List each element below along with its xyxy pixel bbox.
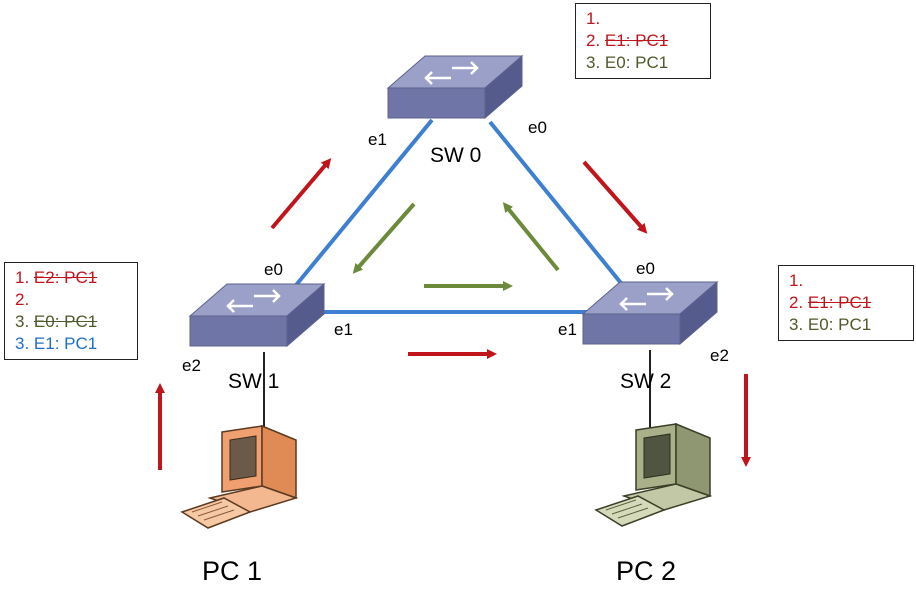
sw1-table-row-4: 3. E1: PC1	[15, 334, 98, 353]
arrow-red-sw1-sw0	[270, 158, 332, 230]
sw1-port-e2-label: e2	[182, 356, 201, 375]
switch-sw2	[581, 280, 719, 346]
switch-sw0	[386, 54, 524, 120]
sw2-table-row-1: 1.	[789, 271, 804, 290]
sw1-table-row-2: 2.	[15, 290, 30, 309]
sw1-port-e0-label: e0	[264, 260, 283, 279]
sw0-table-row-1: 1.	[586, 9, 601, 28]
link-sw0-sw2	[488, 120, 627, 290]
sw2-port-e2-label: e2	[710, 346, 729, 365]
sw0-port-e1-label: e1	[368, 130, 387, 149]
pc1-label: PC 1	[202, 556, 263, 586]
sw2-table-row-2: 2. E1: PC1	[789, 293, 872, 312]
pc1-computer-icon	[180, 424, 299, 529]
sw2-label: SW 2	[620, 370, 672, 393]
arrow-green-sw0-sw1	[352, 202, 416, 274]
sw0-table-row-2: 2. E1: PC1	[586, 31, 669, 50]
sw1-table-row-1: 1. E2: PC1	[15, 268, 98, 287]
link-sw0-sw1	[290, 118, 434, 292]
sw0-mac-table: 1. 2. E1: PC1 3. E0: PC1	[575, 3, 711, 79]
sw2-table-row-3: 3. E0: PC1	[789, 315, 872, 334]
sw1-mac-table: 1. E2: PC1 2. 3. E0: PC1 3. E1: PC1	[4, 262, 138, 360]
sw0-label: SW 0	[430, 144, 482, 167]
pc2-label: PC 2	[616, 556, 677, 586]
sw1-table-row-3: 3. E0: PC1	[15, 312, 98, 331]
arrow-red-sw0-sw2	[582, 160, 648, 234]
sw2-port-e0-label: e0	[636, 259, 655, 278]
sw1-port-e1-label: e1	[334, 320, 353, 339]
arrow-green-sw2-sw0	[502, 202, 560, 272]
switch-sw1	[188, 282, 326, 348]
sw1-label: SW 1	[228, 370, 280, 393]
sw0-port-e0-label: e0	[528, 118, 547, 137]
sw2-port-e1-label: e1	[558, 320, 577, 339]
sw0-table-row-3: 3. E0: PC1	[586, 53, 669, 72]
pc2-computer-icon	[594, 422, 713, 527]
sw2-mac-table: 1. 2. E1: PC1 3. E0: PC1	[778, 265, 914, 341]
